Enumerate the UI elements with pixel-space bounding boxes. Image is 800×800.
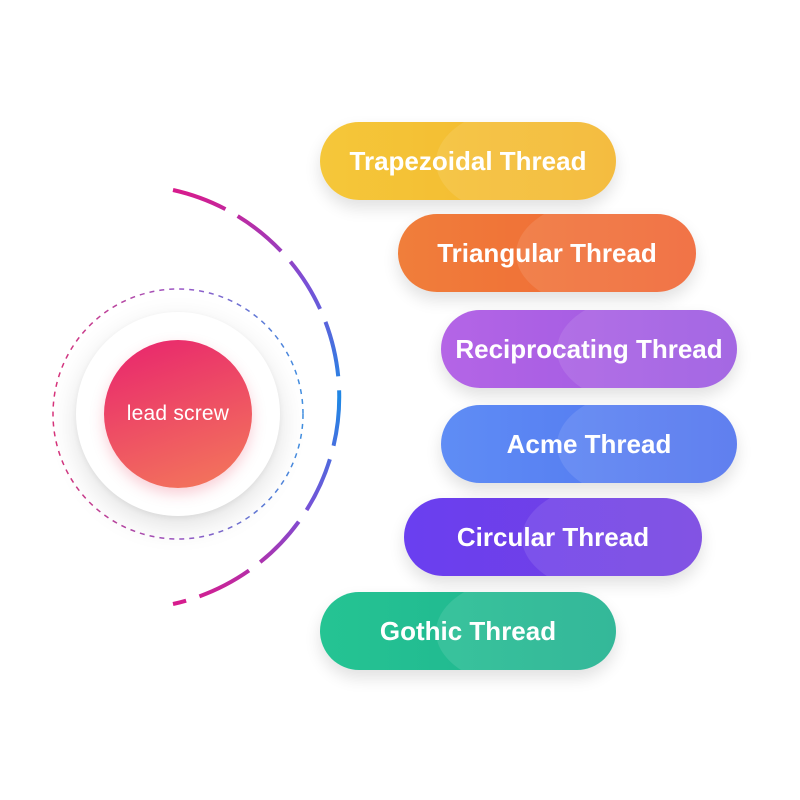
item-triangular-thread[interactable]: Triangular Thread: [398, 214, 696, 292]
item-trapezoidal-thread[interactable]: Trapezoidal Thread: [320, 122, 616, 200]
segmented-arc: [172, 188, 342, 606]
item-gothic-thread[interactable]: Gothic Thread: [320, 592, 616, 670]
item-label: Acme Thread: [506, 428, 672, 459]
item-acme-thread[interactable]: Acme Thread: [441, 405, 737, 483]
item-label: Triangular Thread: [437, 237, 657, 268]
item-label: Trapezoidal Thread: [349, 145, 587, 176]
item-label: Circular Thread: [456, 521, 650, 552]
lead-screw-node: lead screw: [104, 340, 252, 488]
dashed-ring: [52, 288, 304, 540]
item-label: Reciprocating Thread: [455, 333, 723, 364]
item-label: Gothic Thread: [379, 615, 557, 646]
center-label: lead screw: [126, 402, 230, 425]
item-circular-thread[interactable]: Circular Thread: [404, 498, 702, 576]
item-reciprocating-thread[interactable]: Reciprocating Thread: [441, 310, 737, 388]
